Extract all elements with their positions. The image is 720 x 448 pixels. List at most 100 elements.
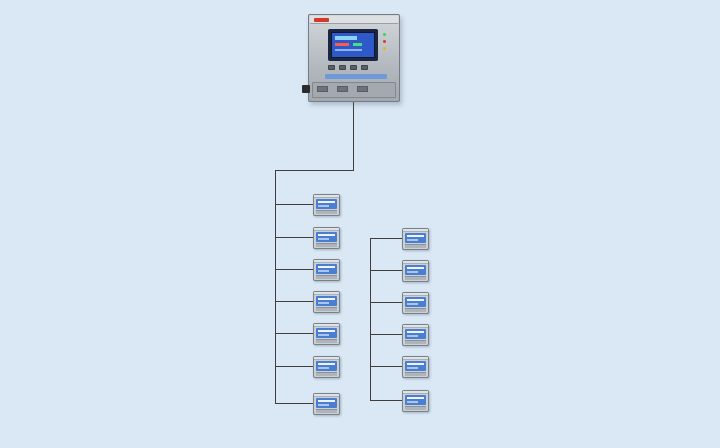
panel-button xyxy=(339,65,346,70)
terminal-slot xyxy=(357,86,368,92)
detector-top-cap xyxy=(403,357,428,360)
detector-label-text-line xyxy=(407,367,418,369)
branch-line xyxy=(371,366,402,367)
terminal-slot xyxy=(337,86,348,92)
detector-label-text-line xyxy=(318,201,335,203)
detector-top-cap xyxy=(403,261,428,264)
detector-terminal-strip xyxy=(316,372,337,376)
detector-label xyxy=(405,265,426,275)
detector-terminal-strip xyxy=(316,307,337,311)
detector-terminal-strip xyxy=(405,406,426,410)
detector-top-cap xyxy=(314,292,339,295)
detector-label-text-line xyxy=(407,401,418,403)
branch-line xyxy=(371,238,402,239)
detector-terminal-strip xyxy=(316,243,337,247)
branch-line xyxy=(276,301,313,302)
cable-gland xyxy=(302,85,310,93)
detector-terminal-strip xyxy=(405,372,426,376)
detector-label xyxy=(405,395,426,405)
detector-label-text-line xyxy=(407,239,418,241)
fault-led xyxy=(383,47,386,50)
detector-label xyxy=(316,398,337,408)
brand-logo xyxy=(314,18,329,22)
detector-top-cap xyxy=(403,391,428,394)
branch-line xyxy=(276,204,313,205)
detector-module xyxy=(402,292,429,314)
branch-line xyxy=(276,333,313,334)
controller-drop-line xyxy=(353,102,354,170)
detector-label xyxy=(316,264,337,274)
detector-label-text-line xyxy=(318,400,335,402)
screen-readout-line xyxy=(335,36,357,40)
detector-label-text-line xyxy=(407,235,424,237)
detector-label-text-line xyxy=(318,330,335,332)
detector-module xyxy=(402,324,429,346)
detector-label xyxy=(316,199,337,209)
detector-label xyxy=(316,296,337,306)
branch-line xyxy=(276,237,313,238)
detector-label xyxy=(316,328,337,338)
detector-label-text-line xyxy=(407,267,424,269)
detector-label-text-line xyxy=(318,234,335,236)
trunk-line xyxy=(275,170,354,171)
detector-top-cap xyxy=(314,260,339,263)
detector-label-text-line xyxy=(318,334,329,336)
detector-label xyxy=(316,232,337,242)
detector-label-text-line xyxy=(318,367,329,369)
alarm-led xyxy=(383,40,386,43)
detector-module xyxy=(402,260,429,282)
screen-readout-line xyxy=(335,43,349,46)
detector-top-cap xyxy=(314,394,339,397)
alarm-controller xyxy=(302,14,400,102)
detector-label xyxy=(316,361,337,371)
left-bus-line xyxy=(275,170,276,404)
detector-label xyxy=(405,361,426,371)
status-led xyxy=(383,33,386,36)
panel-button xyxy=(350,65,357,70)
detector-label-text-line xyxy=(407,303,418,305)
controller-terminal-panel xyxy=(312,82,396,98)
detector-label-text-line xyxy=(407,299,424,301)
branch-line xyxy=(371,270,402,271)
detector-module xyxy=(313,291,340,313)
screen-readout-line xyxy=(353,43,362,46)
detector-label-text-line xyxy=(407,363,424,365)
detector-module xyxy=(313,259,340,281)
detector-top-cap xyxy=(314,357,339,360)
controller-screen xyxy=(331,32,375,58)
branch-line xyxy=(276,269,313,270)
detector-label-text-line xyxy=(318,404,329,406)
detector-top-cap xyxy=(314,228,339,231)
detector-label-text-line xyxy=(318,205,329,207)
panel-button xyxy=(361,65,368,70)
screen-readout-line xyxy=(335,49,362,51)
detector-terminal-strip xyxy=(405,276,426,280)
detector-label xyxy=(405,329,426,339)
detector-label-text-line xyxy=(318,298,335,300)
terminal-slot xyxy=(317,86,328,92)
detector-module xyxy=(402,390,429,412)
controller-top-strip xyxy=(310,16,398,24)
detector-label xyxy=(405,297,426,307)
detector-label-text-line xyxy=(407,331,424,333)
detector-label-text-line xyxy=(318,238,329,240)
detector-top-cap xyxy=(314,324,339,327)
detector-top-cap xyxy=(314,195,339,198)
detector-label-text-line xyxy=(407,271,418,273)
branch-line xyxy=(276,366,313,367)
detector-terminal-strip xyxy=(316,275,337,279)
detector-top-cap xyxy=(403,325,428,328)
detector-module xyxy=(313,227,340,249)
detector-module xyxy=(402,228,429,250)
detector-terminal-strip xyxy=(316,210,337,214)
detector-terminal-strip xyxy=(316,409,337,413)
branch-line xyxy=(371,400,402,401)
controller-nameplate xyxy=(325,74,387,79)
detector-top-cap xyxy=(403,293,428,296)
detector-top-cap xyxy=(403,229,428,232)
detector-label-text-line xyxy=(318,266,335,268)
panel-button xyxy=(328,65,335,70)
branch-line xyxy=(276,403,313,404)
detector-module xyxy=(313,356,340,378)
